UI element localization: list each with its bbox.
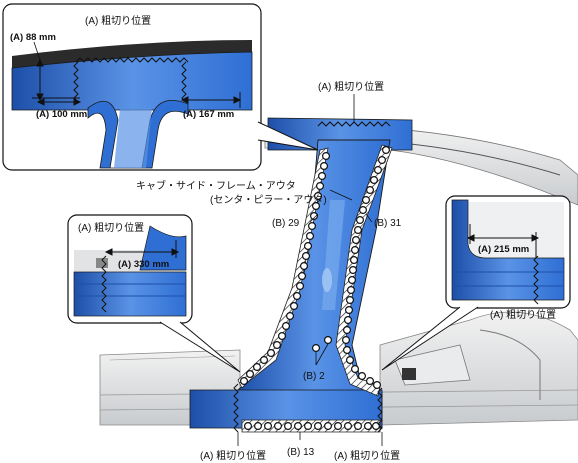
part-name-line1: キャブ・サイド・フレーム・アウタ — [136, 179, 296, 192]
b13-label: (B) 13 — [287, 447, 315, 458]
leader-lines — [237, 94, 383, 446]
dim-330-label: (A) 330 mm — [118, 259, 169, 270]
right-inset — [381, 195, 571, 371]
spot-welds-right — [342, 146, 391, 390]
left-inset — [67, 214, 241, 373]
left-inset-cut-label: (A) 粗切り位置 — [78, 221, 144, 234]
dim-215-label: (A) 215 mm — [478, 244, 529, 255]
spot-welds-center — [312, 336, 333, 353]
b2-label: (B) 2 — [303, 371, 325, 382]
b31-label: (B) 31 — [374, 218, 402, 229]
roof-cut-label: (A) 粗切り位置 — [318, 80, 384, 93]
cut-line-right — [377, 387, 383, 433]
dim-88-label: (A) 88 mm — [10, 32, 56, 43]
b29-label: (B) 29 — [272, 218, 300, 229]
spot-welds-left — [240, 152, 331, 386]
top-inset — [2, 3, 319, 171]
part-name-line2: (センタ・ピラー・アウタ) — [210, 194, 327, 206]
bottom-left-cut-label: (A) 粗切り位置 — [200, 449, 266, 462]
cut-line-left — [233, 383, 239, 433]
spot-welds-bottom — [244, 422, 381, 431]
dim-167-label: (A) 167 mm — [183, 109, 234, 120]
dim-100-label: (A) 100 mm — [36, 109, 87, 120]
right-inset-cut-label: (A) 粗切り位置 — [490, 308, 556, 321]
top-inset-cut-label: (A) 粗切り位置 — [85, 14, 151, 27]
bottom-right-cut-label: (A) 粗切り位置 — [334, 449, 400, 462]
